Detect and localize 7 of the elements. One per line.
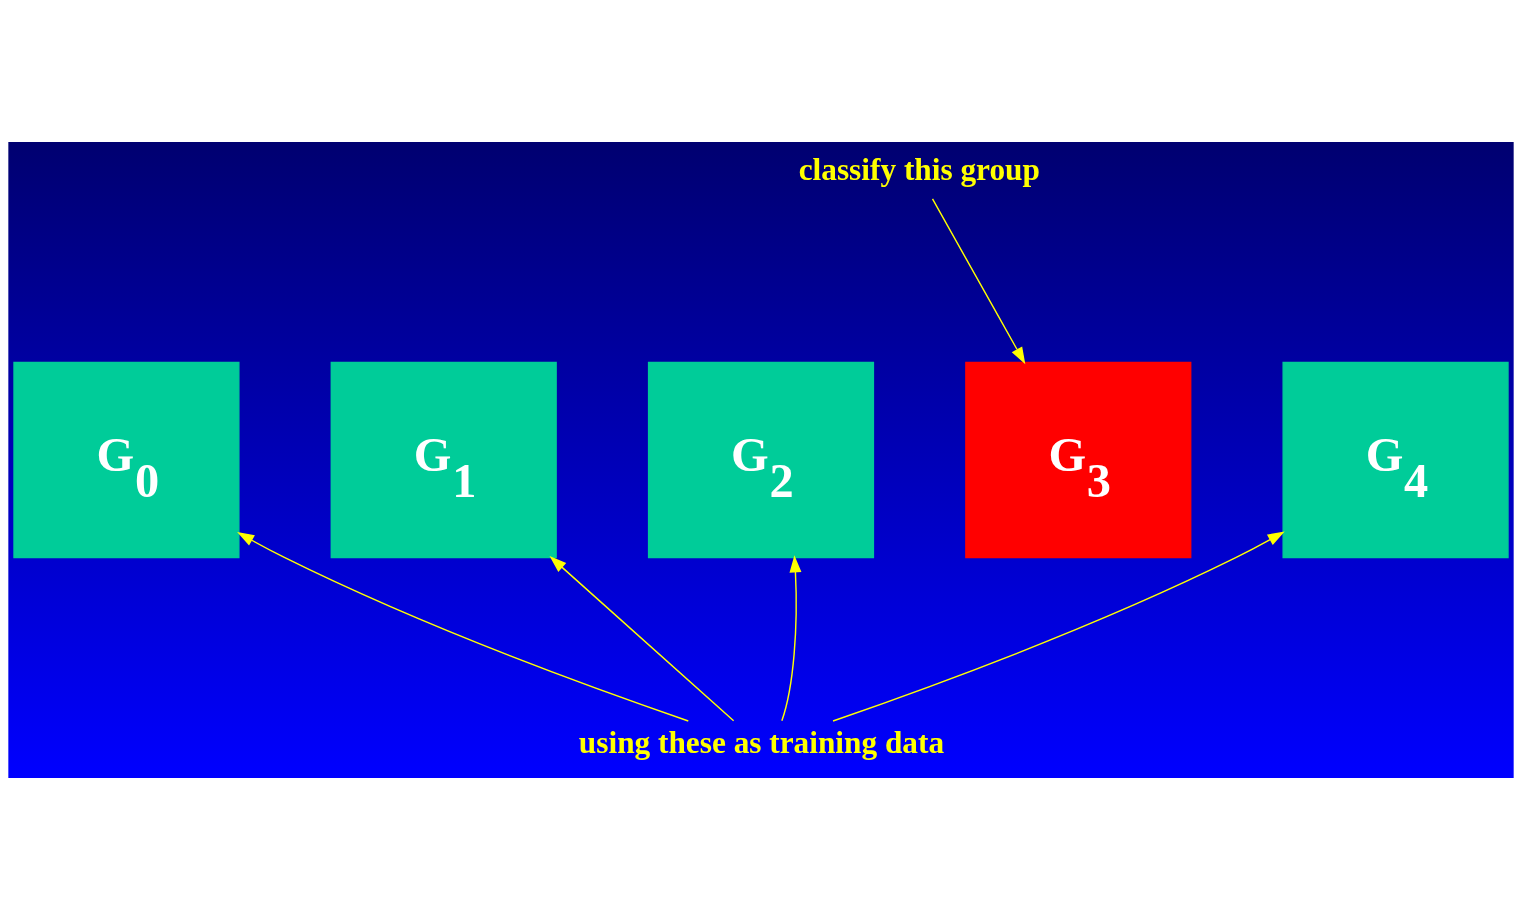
- arrow: [781, 555, 802, 722]
- arrow: [237, 532, 689, 722]
- node-text: using these as training data: [578, 725, 945, 761]
- arrow: [931, 198, 1026, 365]
- node-text: classify this group: [798, 151, 1040, 187]
- arrow: [549, 556, 735, 722]
- arrow: [832, 531, 1285, 722]
